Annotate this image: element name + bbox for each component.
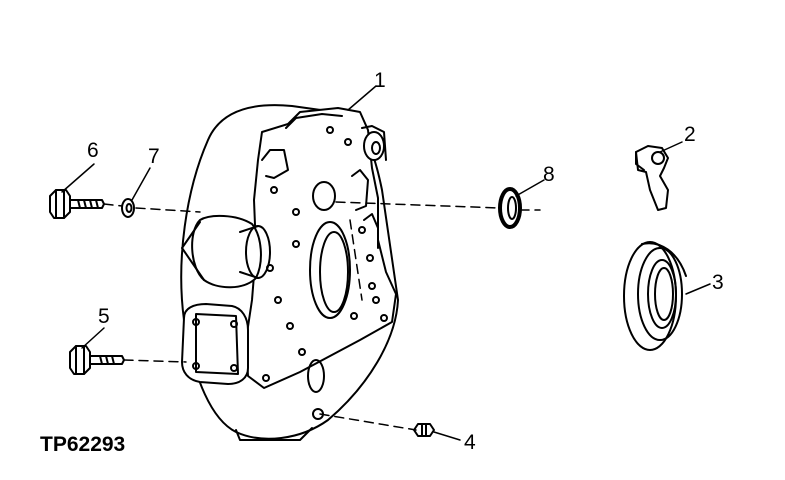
cap-screw-lower xyxy=(69,345,125,375)
assembly-lines xyxy=(103,201,541,431)
cap-screw-upper xyxy=(49,189,105,219)
callout-4: 4 xyxy=(464,431,476,454)
timing-pin-bracket xyxy=(635,145,669,211)
washer xyxy=(121,198,135,218)
callout-3: 3 xyxy=(712,271,724,294)
callout-2: 2 xyxy=(684,123,696,146)
callout-6: 6 xyxy=(87,139,99,162)
flywheel-housing xyxy=(180,104,399,441)
callout-1: 1 xyxy=(374,69,386,92)
callout-8: 8 xyxy=(543,163,555,186)
leader-lines xyxy=(61,85,711,441)
plug xyxy=(413,423,435,437)
oil-seal xyxy=(623,241,687,351)
callout-5: 5 xyxy=(98,305,110,328)
callout-7: 7 xyxy=(148,145,160,168)
o-ring xyxy=(498,187,522,229)
figure-id: TP62293 xyxy=(40,433,126,456)
